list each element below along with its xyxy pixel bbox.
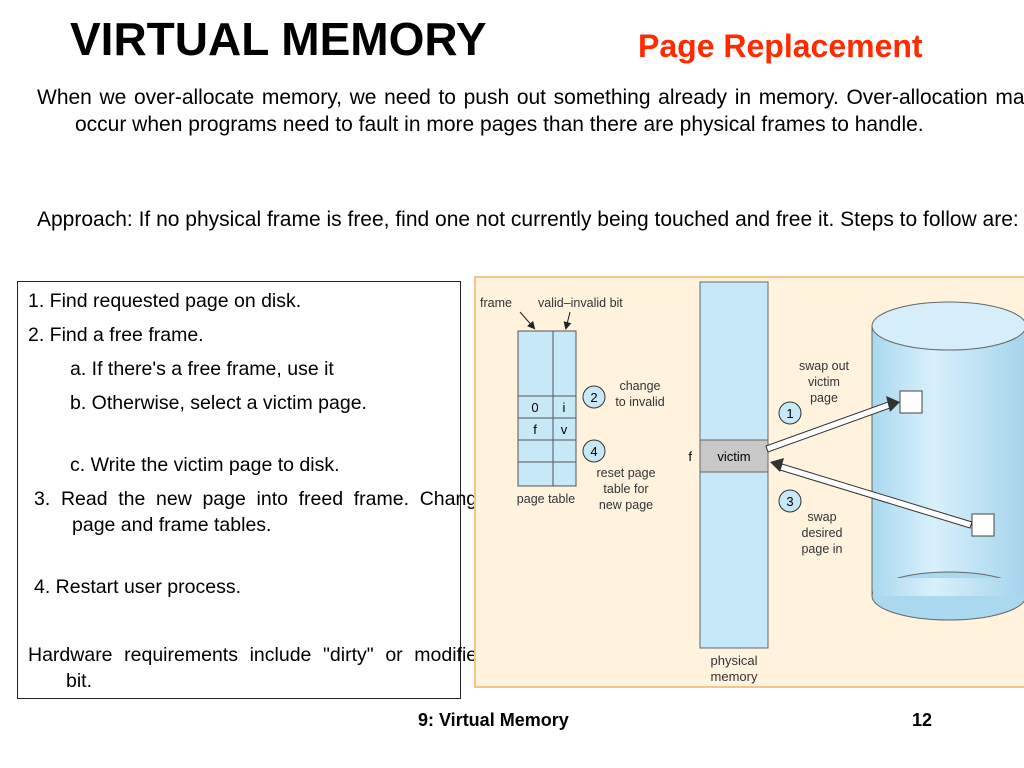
victim-label: victim: [717, 449, 750, 464]
physical-memory-label-1: physical: [711, 653, 758, 668]
step-4: 4. Restart user process.: [34, 576, 241, 598]
physical-memory-label-2: memory: [711, 669, 758, 684]
disk-victim-page: [899, 390, 923, 414]
step-3-marker: [778, 489, 802, 513]
victim-frame: [699, 439, 769, 473]
step-2-text-1: change: [619, 379, 660, 393]
step-3-text-3: page in: [801, 542, 842, 556]
disk-desired-page: [971, 513, 995, 537]
step-2-text-2: to invalid: [615, 395, 664, 409]
step-4-text-2: table for: [603, 482, 648, 496]
page-table: [517, 330, 577, 487]
pt-row1-frame: 0: [531, 400, 538, 415]
step-3-number: 3: [786, 494, 793, 509]
step-1-text-3: page: [810, 391, 838, 405]
diagram-svg: victim f physical memory frame valid–inv…: [480, 281, 1024, 684]
pt-row2-bit: v: [561, 422, 568, 437]
step-2-number: 2: [590, 390, 597, 405]
hardware-requirements: Hardware requirements include "dirty" or…: [28, 644, 488, 692]
step-4-text-3: new page: [599, 498, 653, 512]
valid-invalid-bit-label: valid–invalid bit: [538, 296, 623, 310]
step-4-number: 4: [590, 444, 597, 459]
footer-chapter: 9: Virtual Memory: [418, 710, 569, 730]
step-2a: a. If there's a free frame, use it: [70, 358, 334, 380]
step-1: 1. Find requested page on disk.: [28, 290, 302, 312]
step-1-text-1: swap out: [799, 359, 850, 373]
paragraph-over-allocation: When we over-allocate memory, we need to…: [37, 86, 1024, 136]
step-3-text-2: desired: [802, 526, 843, 540]
pt-row2-frame: f: [533, 422, 537, 437]
step-2: 2. Find a free frame.: [28, 324, 204, 346]
step-2c: c. Write the victim page to disk.: [70, 454, 340, 476]
step-2b: b. Otherwise, select a victim page.: [70, 392, 367, 414]
frame-f-label: f: [688, 449, 692, 464]
pt-row1-bit: i: [563, 400, 566, 415]
step-3-text-1: swap: [807, 510, 836, 524]
footer-page-number: 12: [912, 710, 933, 730]
step-2-marker: [582, 385, 606, 409]
step-3: 3. Read the new page into freed frame. C…: [34, 488, 488, 536]
step-1-marker: [778, 401, 802, 425]
step-1-text-2: victim: [808, 375, 840, 389]
slide-subtitle: Page Replacement: [638, 28, 923, 64]
step-1-number: 1: [786, 406, 793, 421]
step-4-text-1: reset page: [596, 466, 655, 480]
page-table-label: page table: [517, 492, 575, 506]
disk-cylinder: [871, 301, 1024, 621]
page-replacement-diagram: victim f physical memory frame valid–inv…: [474, 276, 1024, 688]
frame-column-label: frame: [480, 296, 512, 310]
slide-title: VIRTUAL MEMORY: [70, 13, 487, 65]
steps-box: 1. Find requested page on disk. 2. Find …: [17, 281, 488, 699]
step-4-marker: [582, 439, 606, 463]
paragraph-approach: Approach: If no physical frame is free, …: [37, 208, 1019, 231]
